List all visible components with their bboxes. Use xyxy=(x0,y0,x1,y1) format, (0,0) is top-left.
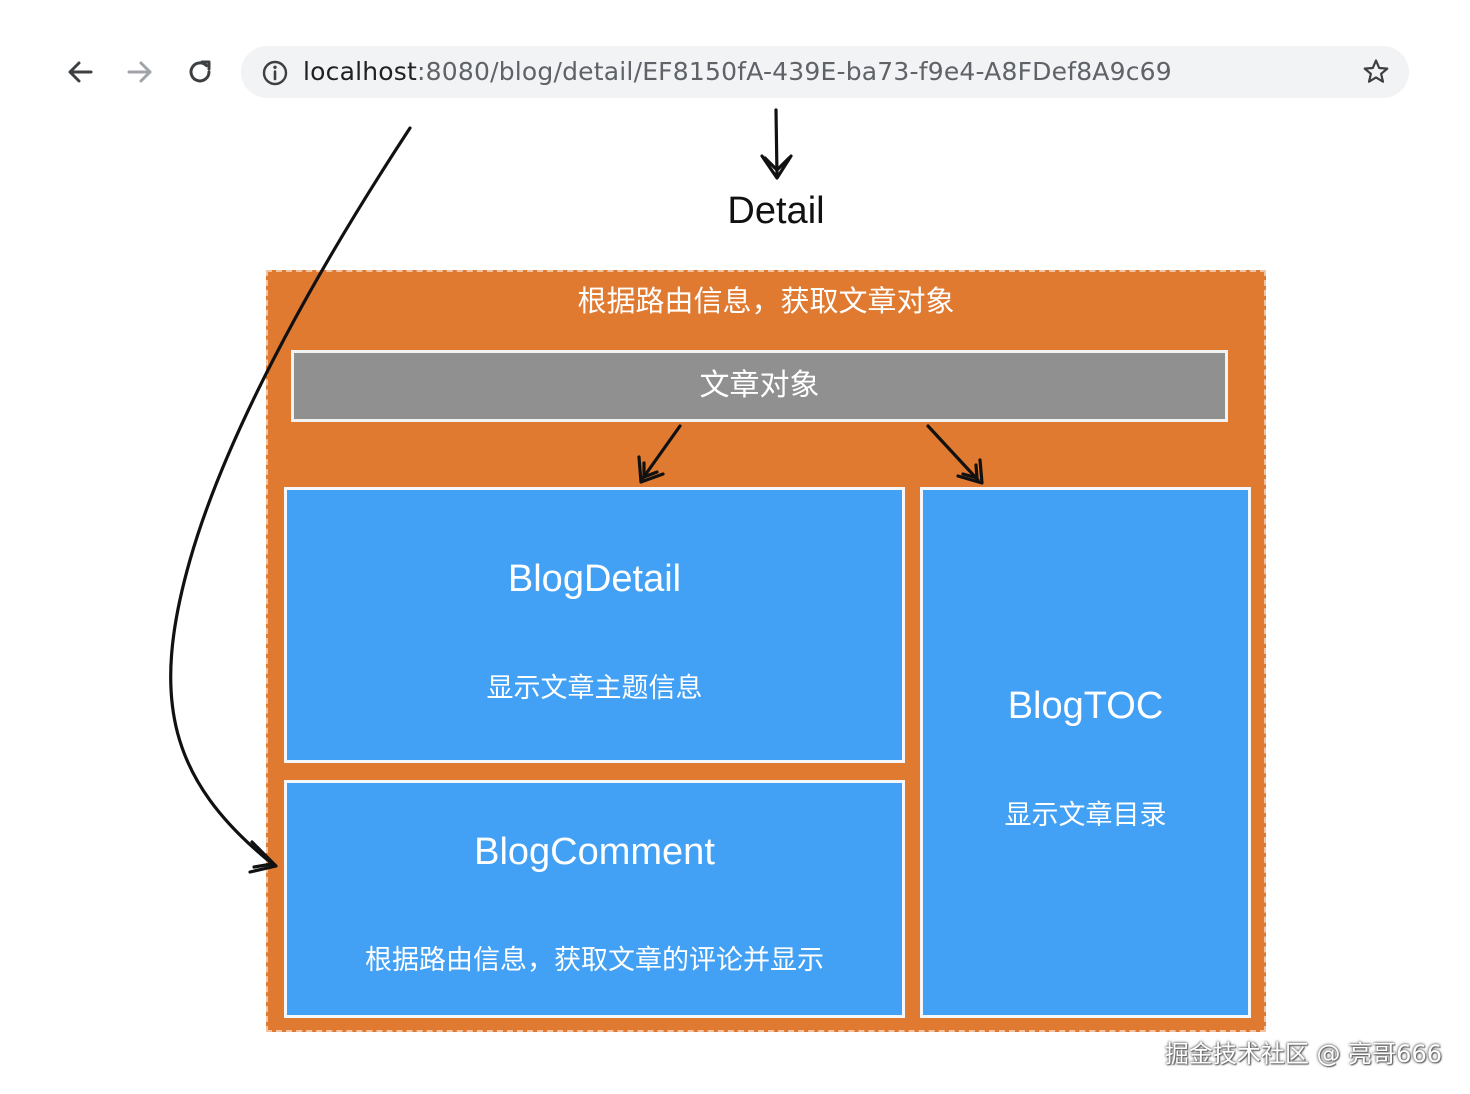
route-label: Detail xyxy=(727,190,825,232)
forward-button[interactable] xyxy=(120,52,160,92)
url-host: localhost xyxy=(303,57,418,86)
back-button[interactable] xyxy=(60,52,100,92)
blog-detail-name: BlogDetail xyxy=(507,558,682,600)
arrow-left-icon xyxy=(68,61,93,83)
arrow-right-icon xyxy=(127,61,152,83)
blog-detail-desc: 显示文章主题信息 xyxy=(486,673,703,704)
url-text[interactable]: localhost:8080/blog/detail/EF8150fA-439E… xyxy=(303,46,1172,98)
blog-toc-desc: 显示文章目录 xyxy=(1004,800,1167,831)
container-label: 根据路由信息，获取文章对象 xyxy=(577,284,955,318)
info-icon[interactable] xyxy=(261,59,289,87)
blog-toc-name: BlogTOC xyxy=(1007,685,1164,727)
arrow-url-to-detail xyxy=(760,108,793,180)
article-object-box: 文章对象 xyxy=(291,350,1228,422)
star-icon[interactable] xyxy=(1361,57,1391,87)
blog-comment-desc: 根据路由信息，获取文章的评论并显示 xyxy=(365,945,824,976)
reload-button[interactable] xyxy=(180,52,220,92)
watermark: 掘金技术社区 @ 亮哥666 xyxy=(1164,1040,1442,1068)
blog-toc-box: BlogTOC 显示文章目录 xyxy=(920,487,1251,1018)
blog-comment-box: BlogComment 根据路由信息，获取文章的评论并显示 xyxy=(284,780,905,1018)
reload-icon xyxy=(189,60,211,83)
blog-comment-name: BlogComment xyxy=(474,831,715,873)
address-bar[interactable]: localhost:8080/blog/detail/EF8150fA-439E… xyxy=(241,46,1409,98)
blog-detail-box: BlogDetail 显示文章主题信息 xyxy=(284,487,905,763)
url-path: :8080/blog/detail/EF8150fA-439E-ba73-f9e… xyxy=(417,57,1172,86)
